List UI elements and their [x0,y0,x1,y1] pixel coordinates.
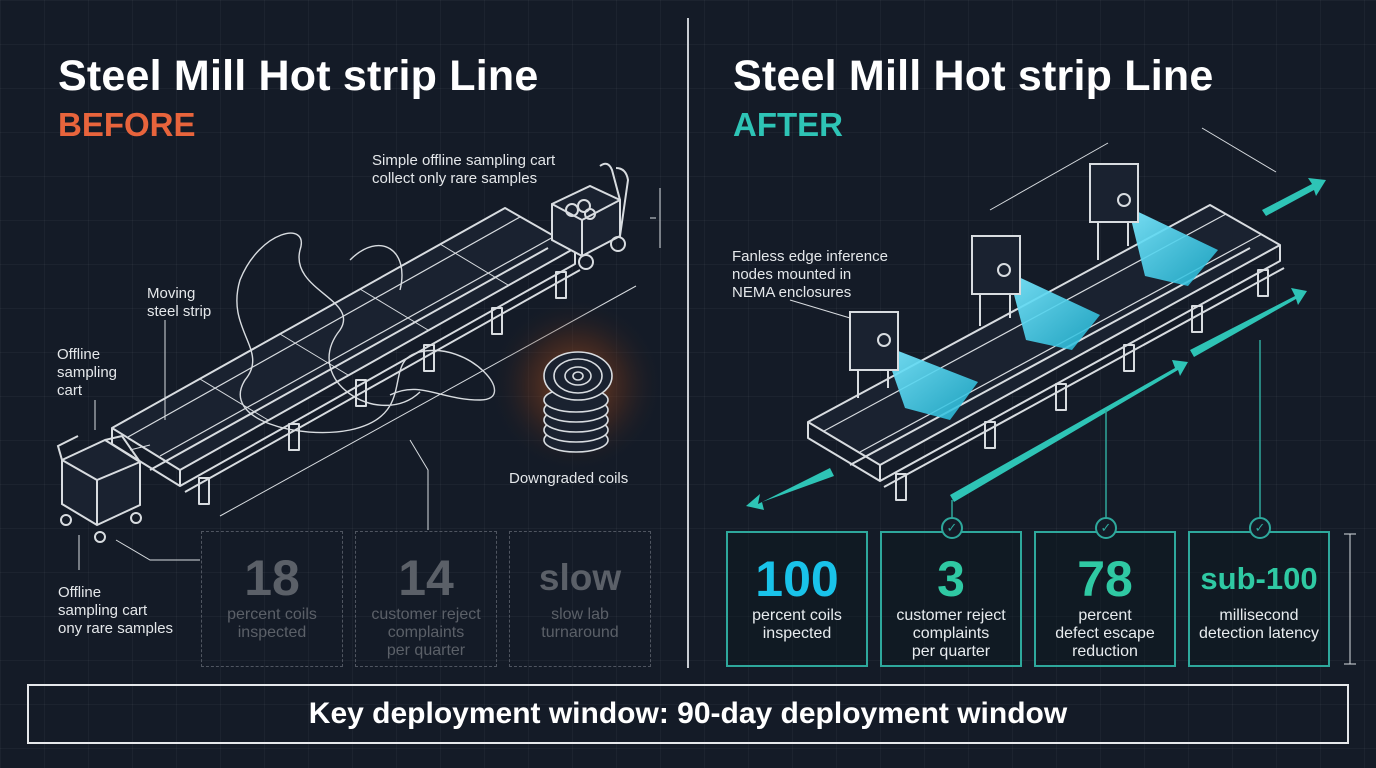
metric-value: 78 [1077,551,1133,607]
after-metric-defect-escape: 78 percent defect escape reduction [1034,531,1176,667]
callout-offline-cart-left: Offline sampling cart [57,346,118,399]
metric-value: 100 [755,551,839,607]
check-icon: ✓ [1095,517,1117,539]
metric-label: percent defect escape reduction [1055,607,1155,660]
before-metric-reject-complaints: 14 customer reject complaints per quarte… [355,531,497,667]
metric-label: customer reject complaints per quarter [896,607,1006,660]
callout-sampling-cart-top: Simple offline sampling cart collect onl… [372,152,556,187]
metric-value: slow [538,557,622,598]
deployment-window-banner: Key deployment window: 90-day deployment… [27,684,1349,744]
after-metric-detection-latency: sub-100 millisecond detection latency [1188,531,1330,667]
callout-offline-cart-bottom: Offline sampling cart ony rare samples [58,584,174,637]
sampling-cart-top [551,162,661,270]
metric-value: 3 [937,551,965,607]
check-icon: ✓ [941,517,963,539]
before-metric-coils-inspected: 18 percent coils inspected [201,531,343,667]
callout-moving-strip: Moving steel strip [147,285,212,320]
after-connectors [951,340,1261,520]
metric-label: percent coils inspected [752,607,842,642]
flow-arrows [746,178,1326,510]
metric-value: 14 [398,550,454,606]
scale-bar [1344,533,1356,665]
after-metric-reject-complaints: 3 customer reject complaints per quarter [880,531,1022,667]
metric-label: millisecond detection latency [1198,607,1320,642]
after-title: Steel Mill Hot strip Line [733,52,1214,100]
callout-downgraded-coils: Downgraded coils [509,470,629,487]
before-subtitle: BEFORE [58,106,196,143]
check-icon: ✓ [1249,517,1271,539]
coil-stack [543,351,613,453]
metric-value: sub-100 [1200,561,1318,596]
edge-nodes [789,163,1218,420]
metric-value: 18 [244,550,300,606]
after-subtitle: AFTER [733,106,843,143]
metric-label: slow lab turnaround [541,606,619,641]
after-metric-coils-inspected: 100 percent coils inspected [726,531,868,667]
panel-divider [687,18,689,668]
before-metric-lab-turnaround: slow slow lab turnaround [509,531,651,667]
metric-label: percent coils inspected [227,606,317,641]
before-title: Steel Mill Hot strip Line [58,52,539,100]
callout-edge-nodes: Fanless edge inference nodes mounted in … [732,248,888,301]
offline-cart-left [56,320,429,570]
metric-label: customer reject complaints per quarter [371,606,481,659]
